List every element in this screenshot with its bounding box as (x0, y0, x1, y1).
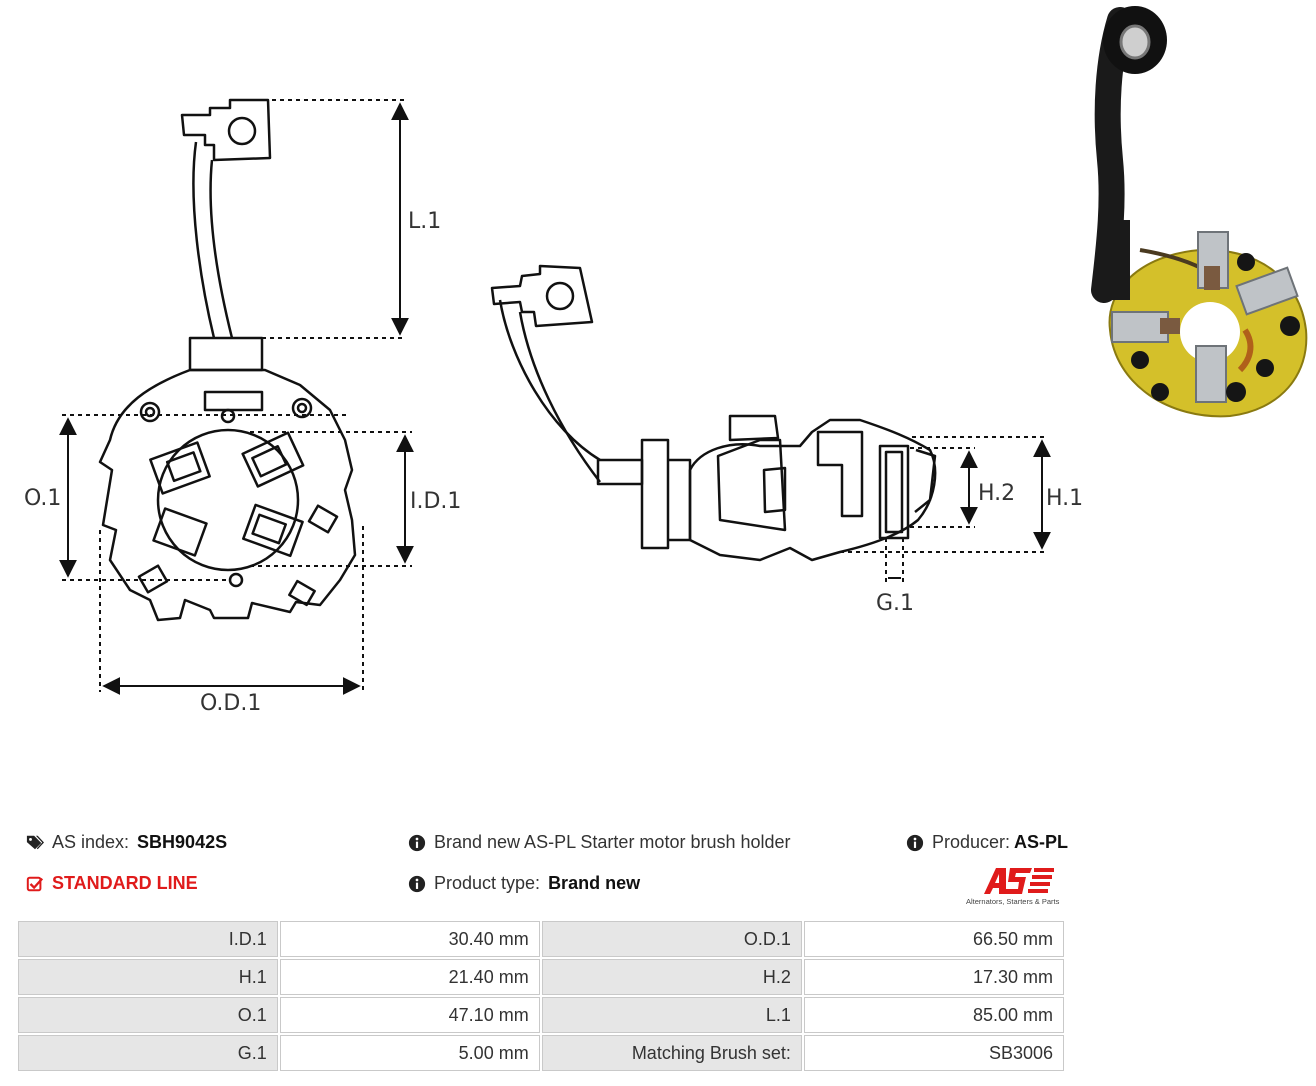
terminal-tab (180, 98, 272, 162)
dim-label-g1: G.1 (876, 591, 914, 616)
logo-tagline: Alternators, Starters & Parts (966, 897, 1060, 906)
description-row: Brand new AS-PL Starter motor brush hold… (408, 832, 791, 853)
side-cable (498, 299, 601, 462)
table-row: G.1 5.00 mm Matching Brush set: SB3006 (18, 1035, 1064, 1071)
spec-key: H.1 (18, 959, 278, 995)
as-index-label: AS index: (52, 832, 130, 852)
brush-box-tr (241, 431, 305, 488)
spec-value: SB3006 (803, 1035, 1064, 1071)
producer-label: Producer: (932, 832, 1011, 852)
product-type-value: Brand new (548, 873, 641, 893)
tags-icon (26, 835, 44, 849)
terminal-hole (227, 116, 257, 146)
spec-value: 17.30 mm (803, 959, 1064, 995)
dim-label-h1: H.1 (1046, 486, 1083, 511)
plate-outline (98, 368, 357, 622)
info-icon (408, 875, 426, 892)
spec-table: I.D.1 30.40 mm O.D.1 66.50 mm H.1 21.40 … (16, 919, 1066, 1073)
table-row: I.D.1 30.40 mm O.D.1 66.50 mm (18, 921, 1064, 957)
producer-value: AS-PL (1014, 832, 1069, 852)
cable (192, 141, 216, 339)
spec-value: 5.00 mm (279, 1035, 540, 1071)
dim-label-od1: O.D.1 (200, 691, 261, 716)
checkbox-check-icon (26, 876, 44, 891)
dim-label-id1: I.D.1 (410, 489, 461, 514)
spec-key: L.1 (541, 997, 802, 1033)
as-logo: Alternators, Starters & Parts (960, 864, 1070, 908)
spec-value: 47.10 mm (279, 997, 540, 1033)
product-type-row: Product type: Brand new (408, 873, 640, 894)
standard-line-label: STANDARD LINE (52, 873, 198, 893)
dim-label-h2: H.2 (978, 481, 1015, 506)
brush-box-bl (152, 507, 208, 557)
producer-row: Producer: AS-PL (906, 832, 1068, 853)
side-brush-left (716, 438, 787, 532)
as-index-value: SBH9042S (137, 832, 228, 852)
standard-line-row: STANDARD LINE (26, 873, 198, 894)
product-description: Brand new AS-PL Starter motor brush hold… (434, 832, 791, 852)
spec-value: 30.40 mm (279, 921, 540, 957)
spec-key: G.1 (18, 1035, 278, 1071)
as-logo-mark (984, 868, 1054, 894)
side-terminal-tab (490, 264, 594, 328)
side-brush-right (816, 430, 864, 518)
dim-label-l1: L.1 (408, 209, 441, 234)
brush-box-br (242, 503, 304, 558)
side-brush-box (878, 444, 910, 540)
spec-key: Matching Brush set: (541, 1035, 802, 1071)
spec-value: 85.00 mm (803, 997, 1064, 1033)
table-row: H.1 21.40 mm H.2 17.30 mm (18, 959, 1064, 995)
product-type-label: Product type: (434, 873, 541, 893)
brush-box-tl (149, 441, 211, 495)
info-icon (906, 834, 924, 851)
dim-label-o1: O.1 (24, 486, 61, 511)
spec-key: O.D.1 (541, 921, 802, 957)
as-index-row: AS index: SBH9042S (26, 832, 227, 853)
info-icon (408, 834, 426, 851)
inner-ring (156, 428, 300, 572)
table-row: O.1 47.10 mm L.1 85.00 mm (18, 997, 1064, 1033)
spec-key: I.D.1 (18, 921, 278, 957)
spec-value: 66.50 mm (803, 921, 1064, 957)
spec-value: 21.40 mm (279, 959, 540, 995)
product-photo (1091, 6, 1308, 418)
technical-drawing: L.1 O.1 I.D.1 O.D.1 H.2 H.1 G.1 (24, 6, 1308, 716)
spec-key: O.1 (18, 997, 278, 1033)
cable-sleeve (188, 336, 264, 372)
side-plate-edge (640, 438, 670, 550)
spec-key: H.2 (541, 959, 802, 995)
